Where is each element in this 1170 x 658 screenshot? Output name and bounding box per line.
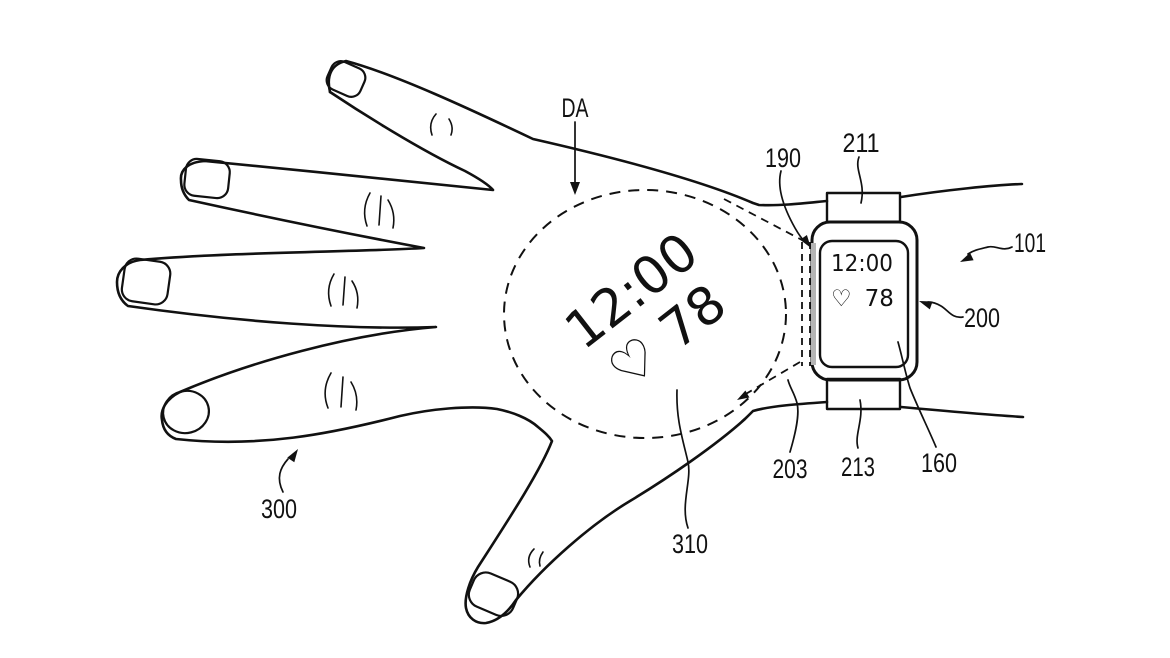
leader-213	[856, 399, 862, 449]
watch-time: 12:00	[831, 251, 893, 277]
label-203: 203	[773, 454, 808, 484]
label-213: 213	[841, 452, 875, 482]
projector-bar	[811, 243, 816, 365]
watch-heart-icon: ♡	[831, 286, 852, 312]
hand-lower-contour	[115, 90, 829, 625]
projected-screen-content: 12:00 ♡78	[554, 222, 737, 401]
label-101: 101	[1014, 228, 1046, 258]
watch-device: 12:00 ♡ 78	[801, 191, 919, 411]
projection-cone-lower	[743, 361, 801, 396]
watch-strap-top	[825, 191, 902, 224]
leader-203	[787, 379, 799, 453]
fingernail-middle	[183, 157, 231, 200]
leader-211	[857, 156, 863, 204]
arrowhead-101	[960, 252, 974, 262]
knuckle-wrinkles-little	[324, 372, 358, 411]
projection-cone-upper	[723, 198, 803, 241]
label-da: DA	[562, 93, 589, 123]
reference-labels: DA 190 211 101 200 203 213 160 310 300	[261, 93, 1046, 559]
projected-display-area: 12:00 ♡78	[503, 189, 803, 439]
fingernail-ring	[120, 257, 172, 306]
watch-heart-rate-line: ♡ 78	[831, 286, 894, 312]
leader-160	[897, 341, 937, 448]
display-area-boundary	[503, 189, 787, 439]
leader-310	[676, 389, 690, 529]
arrowhead-200	[919, 301, 933, 310]
leader-300	[278, 458, 289, 493]
knuckle-wrinkles-ring	[327, 273, 359, 309]
label-160: 160	[921, 448, 957, 478]
leader-190	[778, 170, 806, 243]
wrist-crease	[741, 410, 754, 422]
leader-101	[967, 245, 1013, 255]
label-300: 300	[261, 494, 297, 524]
watch-screen	[818, 239, 910, 369]
knuckle-wrinkles-index	[429, 113, 453, 136]
fingernail-little	[162, 389, 210, 435]
wrist-top-line	[899, 182, 1024, 199]
fingernail-thumb	[467, 571, 520, 618]
arrowhead-da	[570, 182, 580, 195]
label-211: 211	[843, 128, 880, 158]
wrist-bottom-line	[899, 405, 1025, 419]
hand-top-contour	[327, 59, 829, 207]
label-200: 200	[964, 303, 1000, 333]
knuckle-wrinkles-middle	[363, 192, 395, 229]
knuckle-wrinkles-thumb	[527, 548, 544, 568]
leader-200	[927, 301, 964, 319]
watch-heart-rate: 78	[865, 286, 894, 312]
arrowhead-190	[800, 235, 811, 248]
leader-lines	[278, 121, 1013, 529]
fingernail-index	[325, 60, 367, 98]
label-190: 190	[765, 143, 801, 173]
label-310: 310	[672, 529, 708, 559]
watch-strap-bottom	[825, 377, 902, 411]
hand-drawing	[115, 59, 1025, 625]
projection-direction-arrowhead	[737, 390, 750, 400]
arrowhead-300	[287, 449, 298, 463]
